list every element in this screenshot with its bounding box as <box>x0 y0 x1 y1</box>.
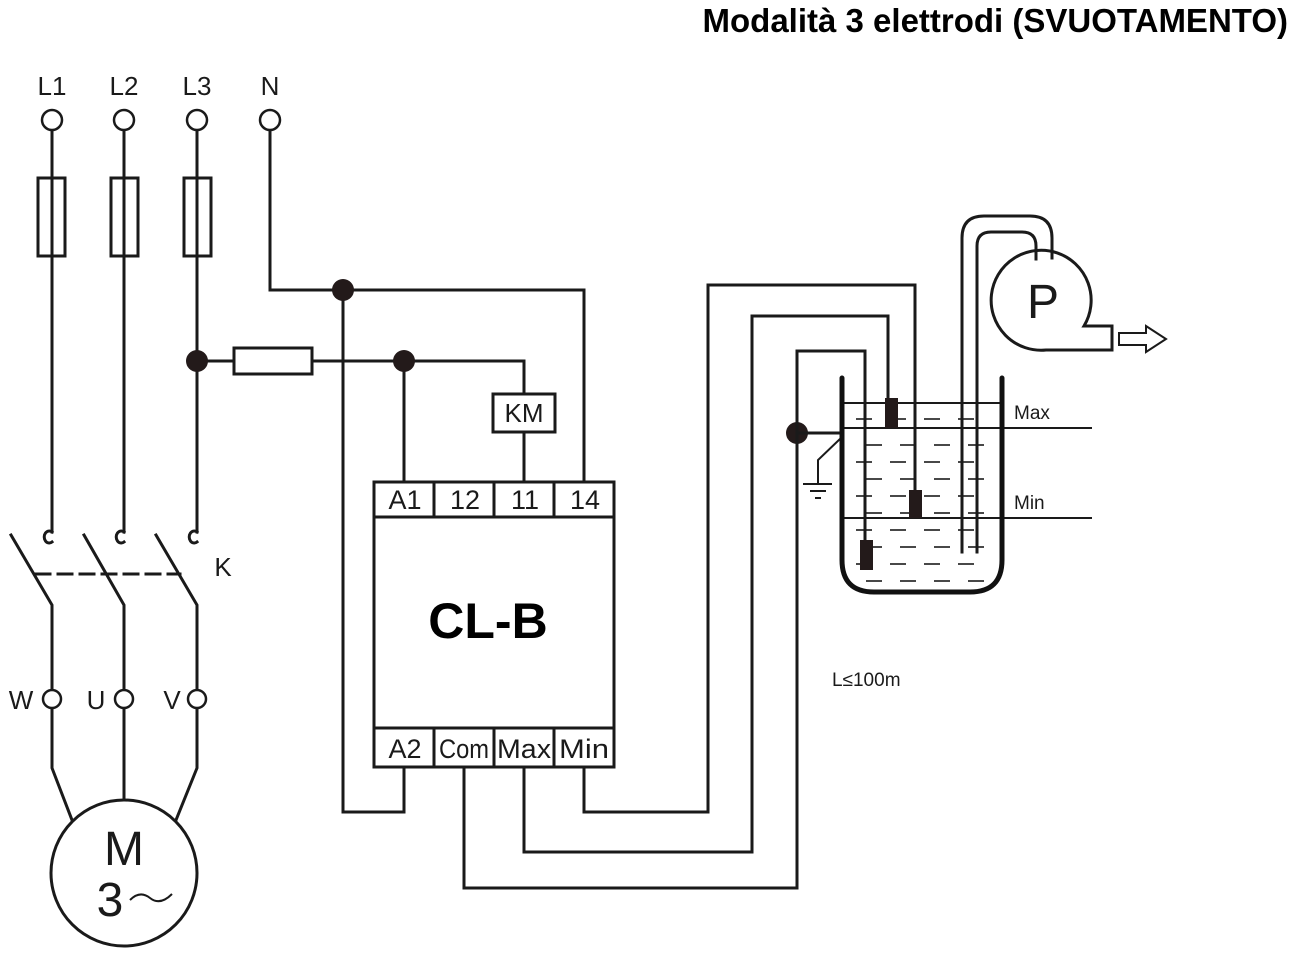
pump-volute <box>989 248 1114 352</box>
terminal-l3 <box>185 108 209 132</box>
label-u: U <box>87 685 106 715</box>
supply-terminals <box>40 108 282 132</box>
terminal-n <box>258 108 282 132</box>
control-fuse <box>232 346 314 376</box>
tank-vessel <box>839 375 1005 595</box>
relay-cl-b <box>372 480 616 769</box>
terminal-u <box>113 688 135 710</box>
wire-com <box>462 349 867 890</box>
motor-wiring <box>41 688 208 822</box>
terminal-l1 <box>40 108 64 132</box>
contactor-switches <box>8 529 200 692</box>
electrode-max <box>885 398 898 428</box>
relay-terminal-a2: A2 <box>388 734 421 764</box>
km-coil <box>491 392 557 434</box>
suction-pipe-inner <box>975 230 1038 554</box>
label-w: W <box>9 685 34 715</box>
relay-terminal-11: 11 <box>511 485 539 515</box>
control-circuit <box>195 288 526 814</box>
pump <box>960 214 1168 554</box>
supply-labels: L1 L2 L3 N <box>38 71 280 101</box>
label-v: V <box>163 685 181 715</box>
terminal-v <box>186 688 208 710</box>
diagram-title: Modalità 3 elettrodi (SVUOTAMENTO) <box>703 2 1288 39</box>
electrode-com <box>860 540 873 570</box>
terminal-l2 <box>112 108 136 132</box>
probe-wires <box>462 283 917 890</box>
relay-terminal-12: 12 <box>450 485 480 515</box>
suction-pipe-outer <box>960 214 1054 554</box>
junction-dot <box>186 350 208 372</box>
tank <box>839 375 1092 595</box>
relay-terminal-14: 14 <box>570 485 600 515</box>
level-label-min: Min <box>1014 493 1045 514</box>
ac-tilde-icon <box>129 893 173 903</box>
fuse-l1 <box>36 176 67 258</box>
junction-dot <box>332 279 354 301</box>
phase-wires <box>50 128 586 534</box>
fuse-l2 <box>109 176 140 258</box>
wire-max <box>522 314 890 854</box>
fuse-l3 <box>182 176 213 258</box>
fuses <box>36 176 213 258</box>
motor-label: M <box>104 823 144 876</box>
pump-label: P <box>1027 276 1059 329</box>
electrode-min <box>909 490 922 518</box>
label-l3: L3 <box>183 71 212 101</box>
motor-phase-count: 3 <box>97 874 124 927</box>
motor-symbol <box>49 798 199 948</box>
relay-terminal-min: Min <box>559 734 609 764</box>
label-l1: L1 <box>38 71 67 101</box>
relay-terminal-max: Max <box>497 734 552 764</box>
junction-dot <box>393 350 415 372</box>
relay-terminal-com: Com <box>439 734 489 764</box>
relay-name: CL-B <box>428 593 547 649</box>
contactor-label-k: K <box>214 552 232 582</box>
outlet-arrow-icon <box>1118 324 1168 354</box>
cable-length-note: L≤100m <box>832 670 901 691</box>
label-l2: L2 <box>110 71 139 101</box>
terminal-w <box>41 688 63 710</box>
level-label-max: Max <box>1014 403 1050 424</box>
wire-min <box>582 283 917 814</box>
relay-terminal-a1: A1 <box>388 485 421 515</box>
label-n: N <box>261 71 280 101</box>
km-coil-label: KM <box>505 398 544 428</box>
